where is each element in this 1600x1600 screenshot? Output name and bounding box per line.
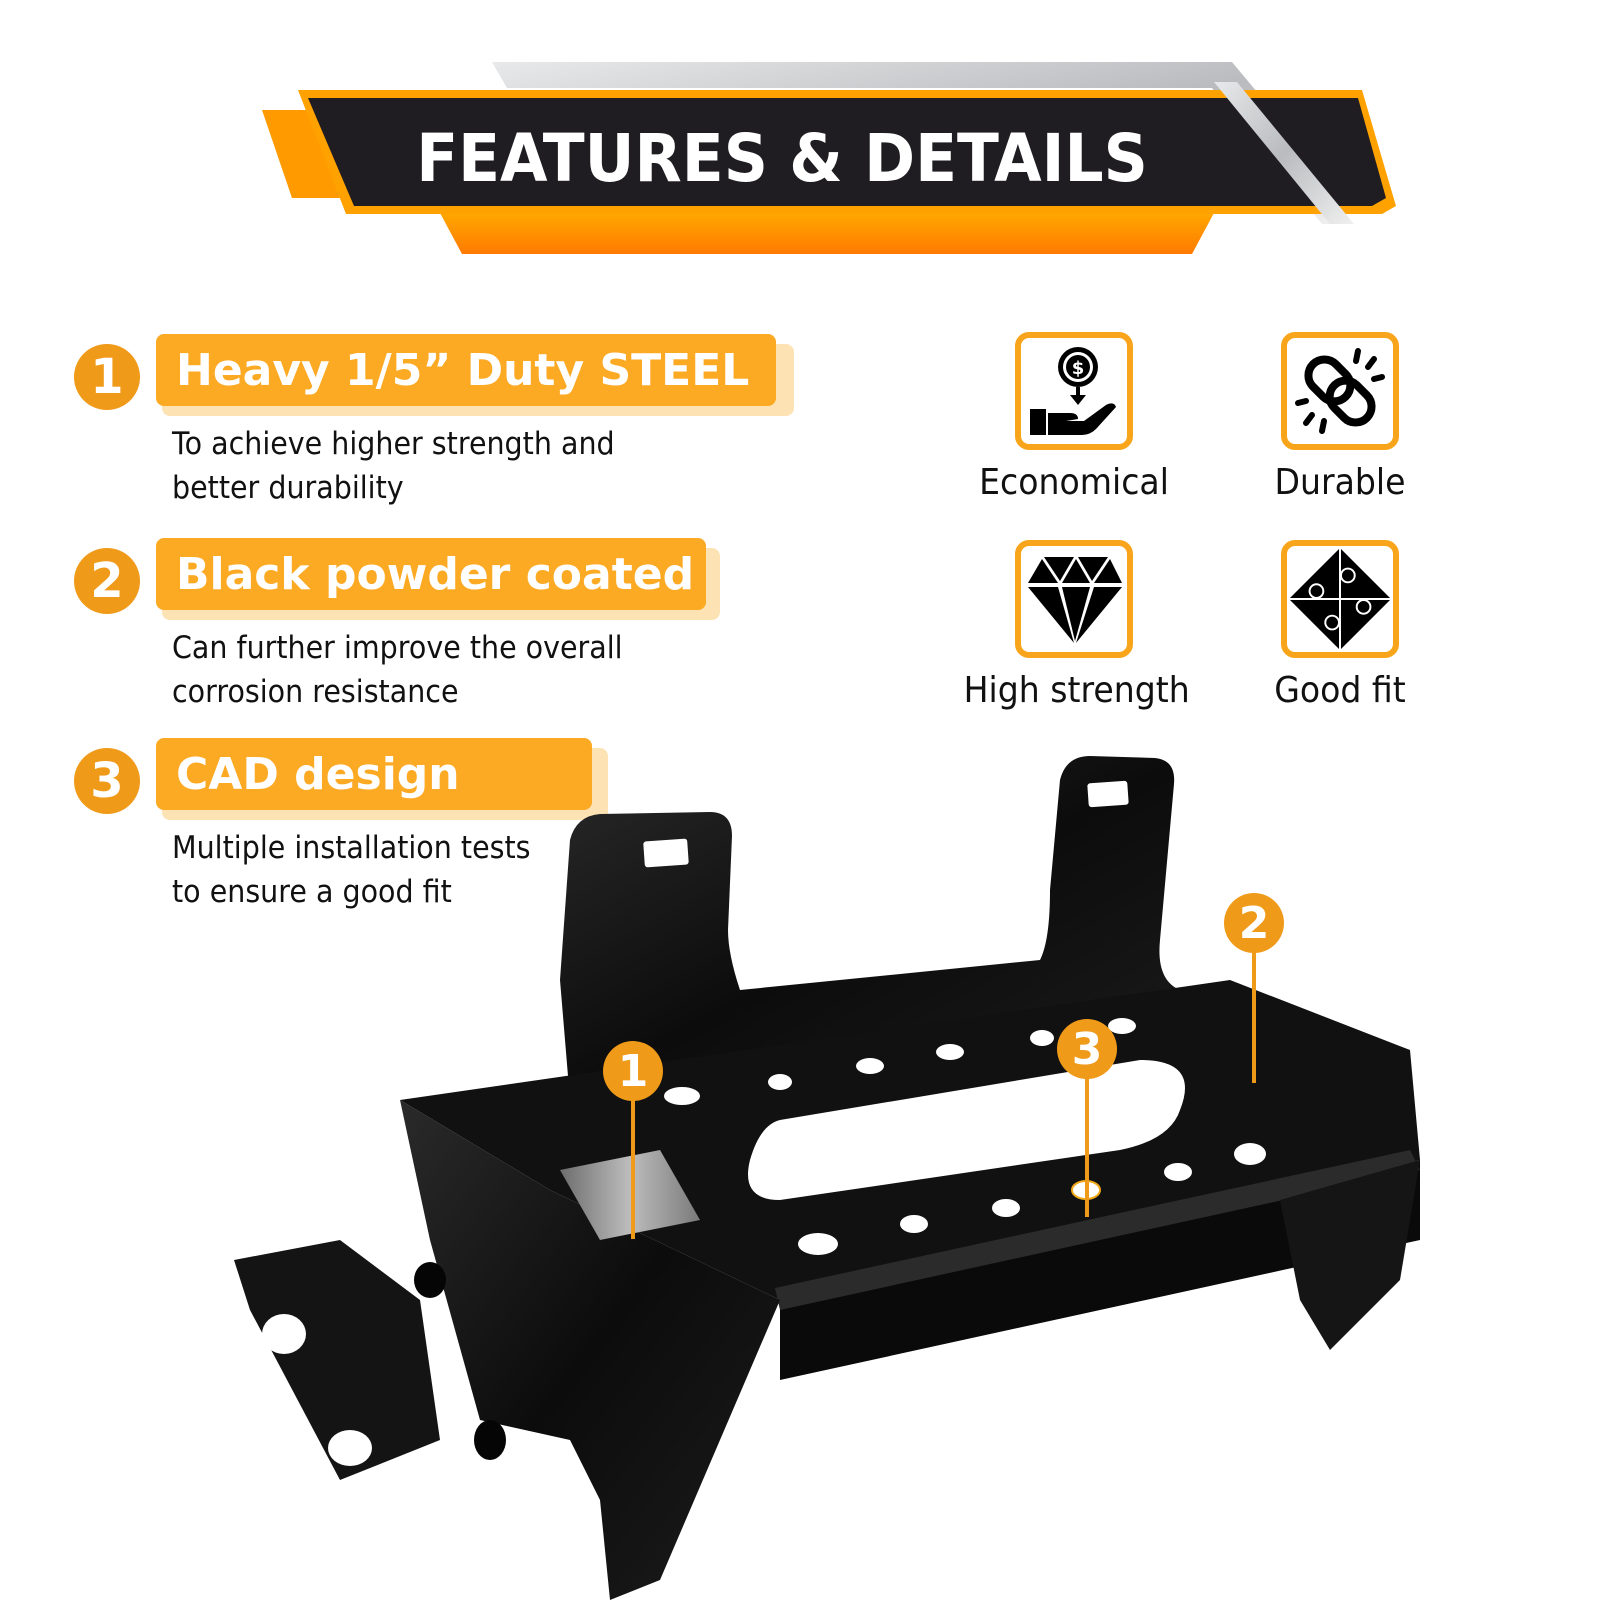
badge-good-fit: Good fit xyxy=(1220,540,1460,711)
feature-description-line: corrosion resistance xyxy=(172,674,459,710)
marker-badge: 3 xyxy=(1057,1019,1117,1079)
badge-durable: Durable xyxy=(1220,332,1460,503)
badge-label: High strength xyxy=(963,670,1190,711)
feature-title: Black powder coated xyxy=(156,538,706,610)
marker-line xyxy=(1085,1077,1089,1217)
badge-label: Durable xyxy=(1274,462,1406,503)
features-banner: FEATURES & DETAILS xyxy=(262,58,1402,258)
product-image-winch-plate xyxy=(220,740,1460,1600)
badge-frame xyxy=(1281,332,1399,450)
feature-description-line: Multiple installation tests xyxy=(172,830,531,866)
badge-label: Good fit xyxy=(1274,670,1406,711)
badge-frame: $ xyxy=(1015,332,1133,450)
feature-description: To achieve higher strength and better du… xyxy=(172,422,615,510)
feature-title: Heavy 1/5” Duty STEEL xyxy=(156,334,776,406)
banner-graphic xyxy=(262,62,1396,254)
badge-frame xyxy=(1281,540,1399,658)
diamond-icon xyxy=(1028,557,1122,643)
marker-line xyxy=(1252,951,1256,1083)
feature-number-badge: 1 xyxy=(74,344,140,410)
puzzle-icon xyxy=(1288,547,1392,651)
product-marker-3: 3 xyxy=(1057,1019,1117,1217)
marker-badge: 1 xyxy=(603,1041,663,1101)
feature-number-badge: 3 xyxy=(74,748,140,814)
feature-number-badge: 2 xyxy=(74,548,140,614)
svg-text:$: $ xyxy=(1072,358,1085,379)
marker-line xyxy=(631,1099,635,1239)
feature-title: CAD design xyxy=(156,738,592,810)
feature-description: Can further improve the overall corrosio… xyxy=(172,626,623,714)
marker-badge: 2 xyxy=(1224,893,1284,953)
product-marker-2: 2 xyxy=(1224,893,1284,1083)
feature-description-line: better durability xyxy=(172,470,404,506)
money-hand-icon: $ xyxy=(1030,347,1116,435)
feature-description-line: To achieve higher strength and xyxy=(172,426,615,462)
badge-economical: $ Economical xyxy=(954,332,1194,503)
badge-high-strength: High strength xyxy=(954,540,1194,711)
feature-description: Multiple installation tests to ensure a … xyxy=(172,826,531,914)
badge-label: Economical xyxy=(979,462,1169,503)
feature-description-line: to ensure a good fit xyxy=(172,874,452,910)
winch-plate-illustration xyxy=(234,756,1420,1600)
chain-link-icon xyxy=(1295,348,1385,434)
product-marker-1: 1 xyxy=(603,1041,663,1239)
badge-frame xyxy=(1015,540,1133,658)
feature-description-line: Can further improve the overall xyxy=(172,630,623,666)
banner-title: FEATURES & DETAILS xyxy=(416,119,1148,197)
